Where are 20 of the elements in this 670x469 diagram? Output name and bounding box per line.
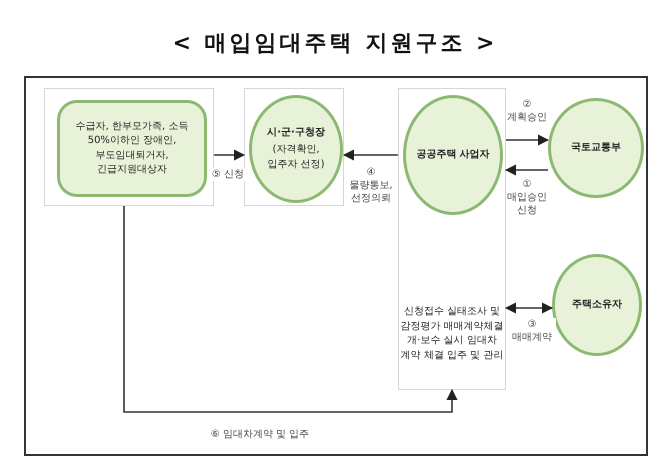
node-label: 국토교통부 — [571, 140, 621, 155]
target-group-box — [57, 100, 207, 197]
arrow — [123, 206, 458, 413]
node-label: 공공주택 사업자 — [416, 148, 490, 162]
process-panel — [398, 88, 506, 390]
node-label: 시·군·구청장 — [267, 126, 325, 140]
node-description: (자격확인, 입주자 선정) — [266, 143, 326, 172]
arrow — [504, 164, 548, 176]
node-description: 신청접수 실태조사 및 감정평가 매매계약체결 개·보수 실시 임대차 계약 체결 입주 및 관리 — [399, 305, 505, 362]
process-panel — [44, 88, 214, 206]
node-label: 주택소유자 — [572, 298, 622, 312]
arrow — [214, 149, 246, 161]
edge-label: ① 매입승인 신청 — [507, 178, 547, 217]
arrow — [504, 302, 554, 314]
edge-label: ⑤ 신청 — [210, 168, 246, 181]
diagram-title: < 매입임대주택 지원구조 > — [172, 30, 498, 58]
arrow — [342, 149, 398, 161]
node-label: 수급자, 한부모가족, 소득 50%이하인 장애인, 부도임대퇴거자, 긴급지원대상자 — [74, 120, 190, 177]
arrow — [506, 134, 550, 146]
edge-label: ② 계획승인 — [507, 98, 547, 124]
